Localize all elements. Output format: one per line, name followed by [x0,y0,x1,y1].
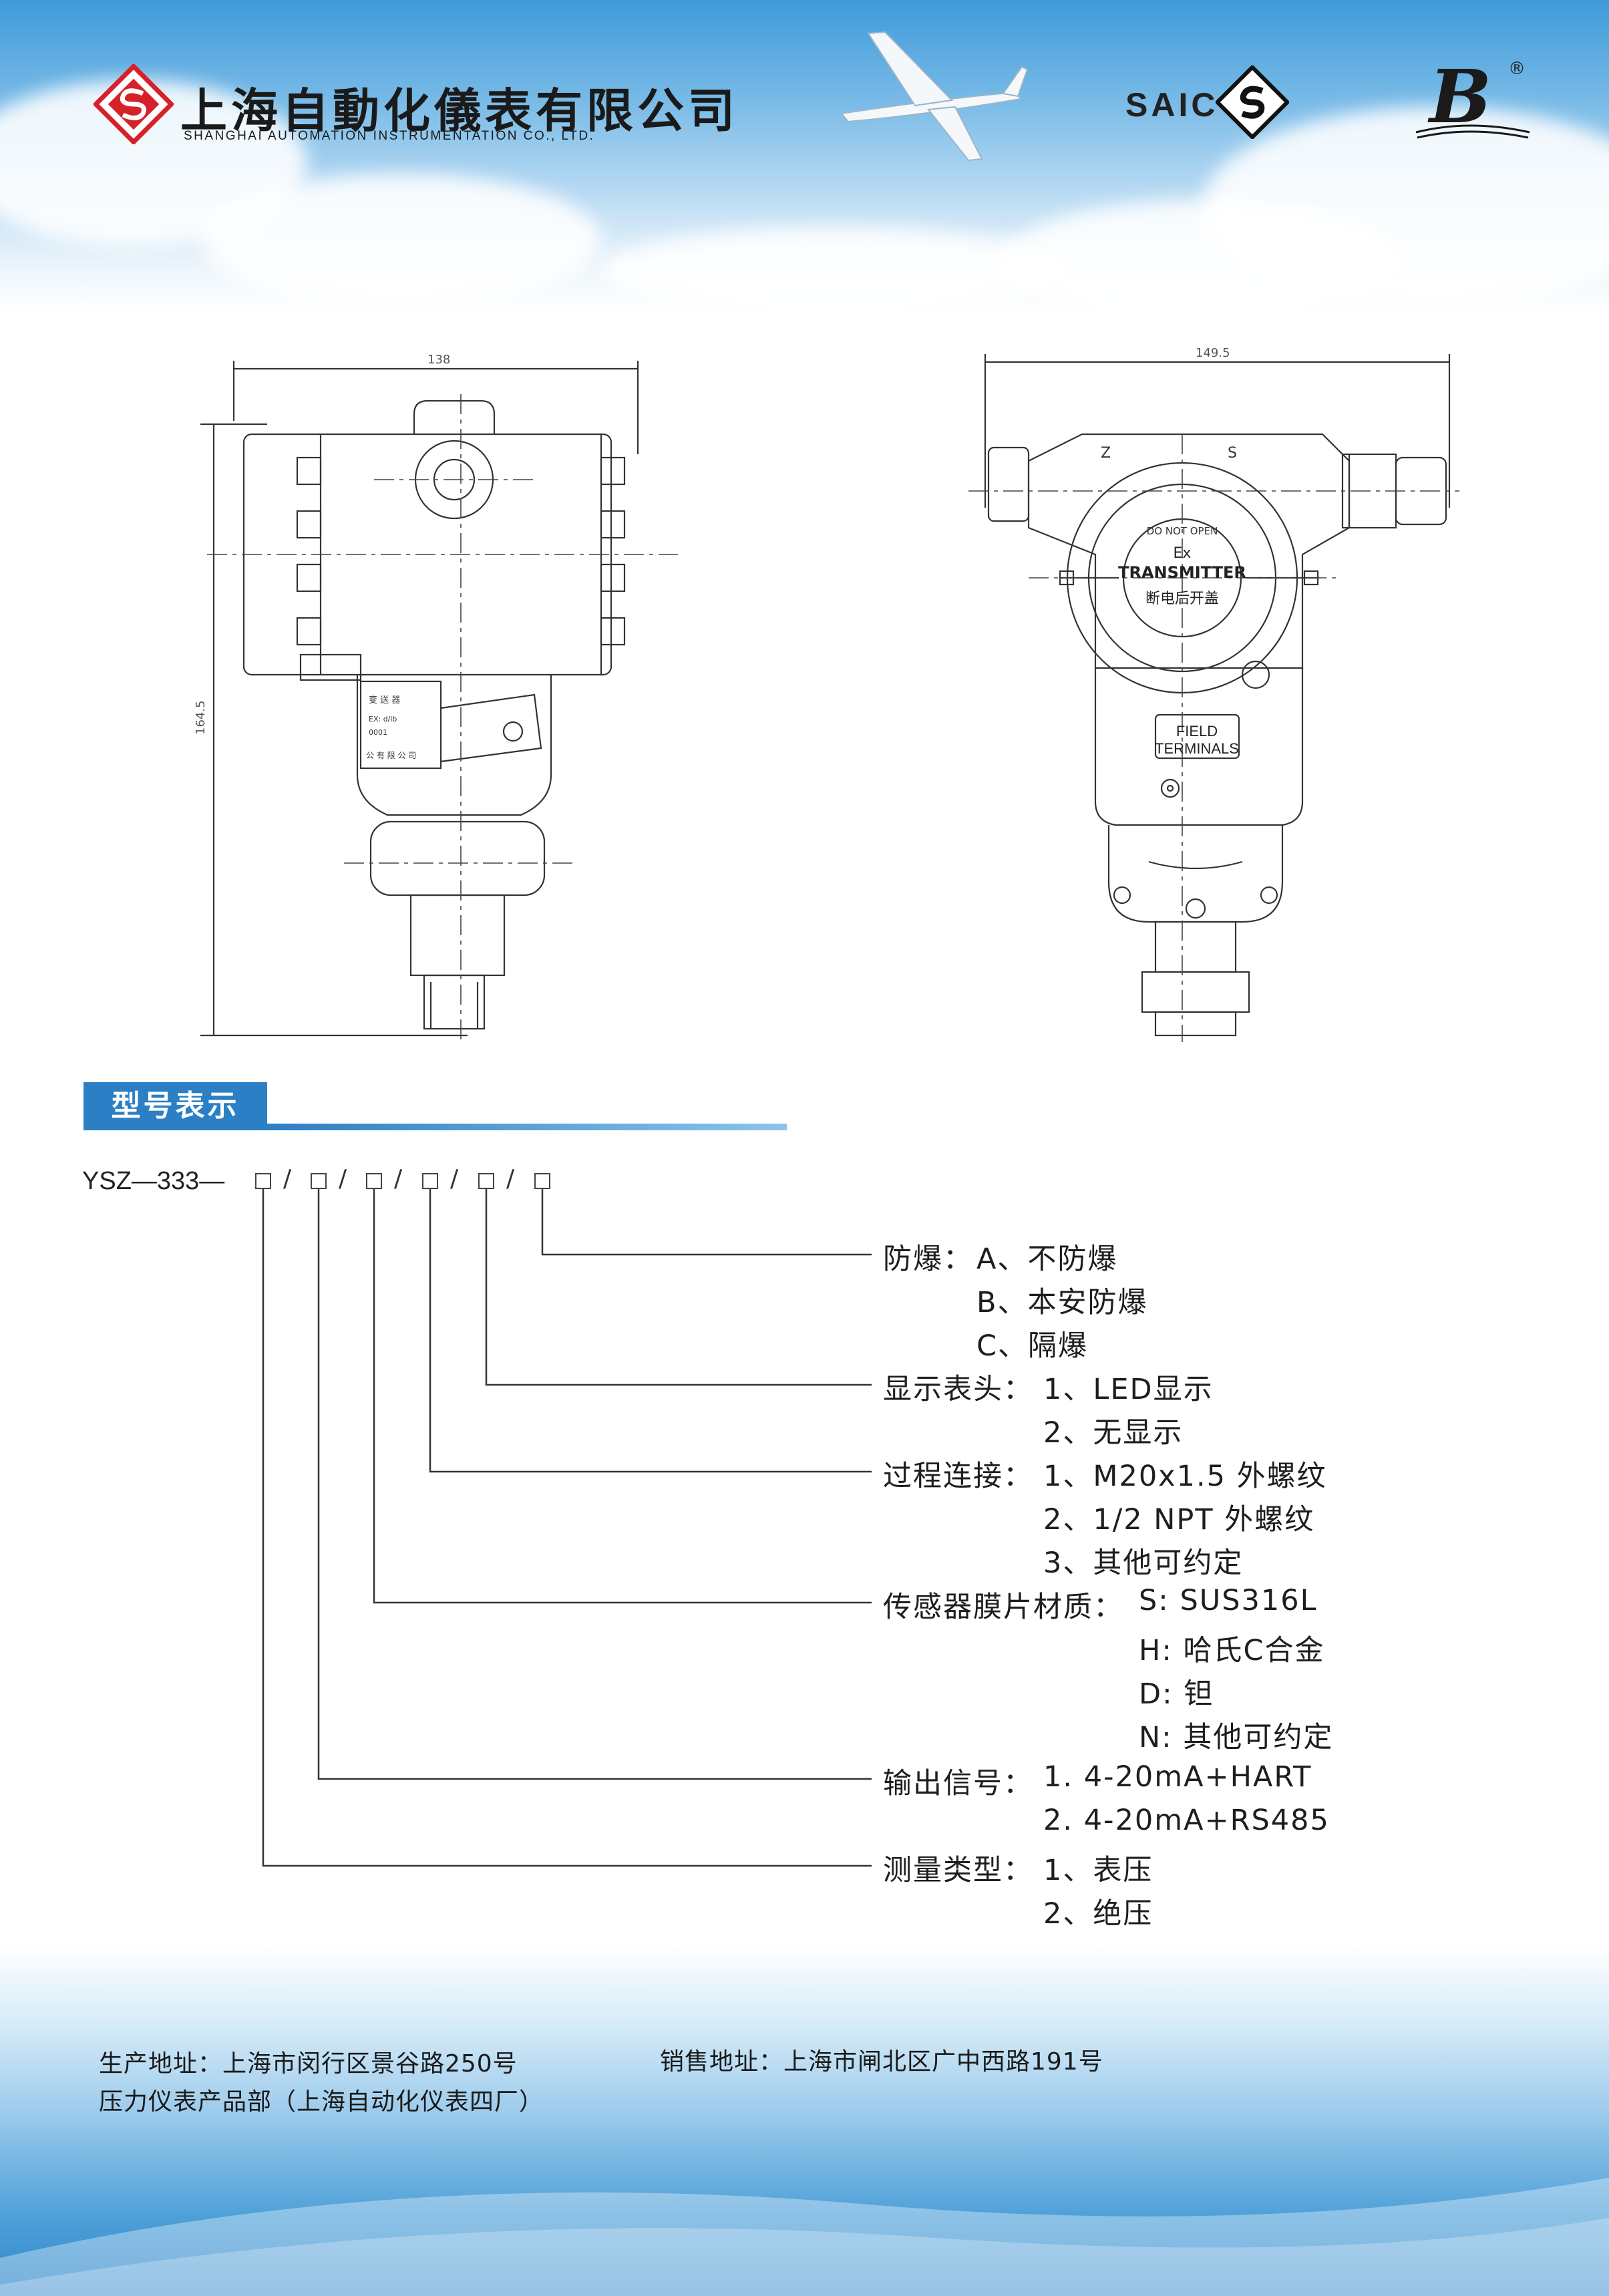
model-slot-box [311,1173,327,1189]
option-text: 2、1/2 NPT 外螺纹 [1043,1503,1315,1536]
plate-line: 变 送 器 [369,695,400,705]
cover-text: Ex [1174,545,1192,562]
option-text: C、隔爆 [976,1329,1089,1363]
group-label-diaphragm-material: 传感器膜片材质： [883,1591,1123,1624]
terminal-mark: Z [1101,445,1111,462]
option-text: 2、无显示 [1043,1416,1184,1450]
side-view-drawing: 138 164.5 变 送 器 EX: d/ib 0001 公 有 限 公 司 [194,353,678,1042]
b-brand-logo-icon: B [1415,59,1530,140]
airplane-icon [840,31,1029,162]
cloud-decoration [200,174,601,307]
model-slot-box [255,1173,271,1189]
option-text: 2. 4-20mA+RS485 [1043,1804,1330,1837]
front-width-dim: 149.5 [1196,346,1230,360]
section-title: 型号表示 [83,1082,267,1130]
cloud-decoration [1002,200,1403,321]
field-terminals-label: TERMINALS [1155,740,1239,757]
footer-background [0,1944,1609,2296]
option-text: H: 哈氏C合金 [1139,1634,1325,1667]
group-label-explosion-proof: 防爆： [883,1243,973,1276]
option-text: 1、表压 [1043,1854,1153,1887]
company-name-english: SHANGHAI AUTOMATION INSTRUMENTATION CO.,… [184,129,595,143]
cover-text: TRANSMITTER [1118,563,1246,582]
registered-mark: ® [1508,59,1526,79]
option-text: 2、绝压 [1043,1897,1153,1931]
terminal-mark: S [1228,445,1237,462]
group-label-process-connection: 过程连接： [883,1460,1033,1493]
plate-line: 公 有 限 公 司 [366,751,416,760]
saic-logo-icon [1216,65,1289,139]
group-label-output-signal: 输出信号： [883,1767,1033,1800]
section-divider [267,1124,787,1130]
company-logo-icon [94,64,174,144]
cover-text: DO NOT OPEN [1147,525,1218,537]
option-text: 1、LED显示 [1043,1373,1214,1406]
option-text: 1、M20x1.5 外螺纹 [1043,1460,1327,1493]
company-name-chinese: 上海自動化儀表有限公司 [180,83,739,138]
model-slot-box [366,1173,382,1189]
option-text: 3、其他可约定 [1043,1546,1244,1580]
front-view-drawing: 149.5 Z S DO NOT OPEN Ex TRANSMITTER 断电后… [968,346,1459,1042]
model-prefix: YSZ—333— [82,1167,225,1195]
model-separator: / [506,1165,515,1192]
sales-address: 销售地址：上海市闸北区广中西路191号 [660,2048,1103,2076]
model-separator: / [394,1165,403,1192]
model-separator: / [283,1165,292,1192]
model-slot-box [478,1173,494,1189]
model-separator: / [339,1165,347,1192]
cover-text: 断电后开盖 [1145,591,1219,607]
production-address: 生产地址：上海市闵行区景谷路250号 [99,2050,518,2078]
saic-label: SAIC [1125,86,1219,124]
footer-light-swoosh [0,2178,1609,2296]
option-text: 1. 4-20mA+HART [1043,1760,1312,1794]
side-height-dim: 164.5 [194,700,208,735]
model-slot-box [534,1173,550,1189]
group-label-measurement-type: 测量类型： [883,1854,1033,1887]
field-terminals-label: FIELD [1176,723,1218,740]
option-text: B、本安防爆 [976,1286,1148,1319]
option-text: N: 其他可约定 [1139,1721,1334,1754]
svg-text:B: B [1427,59,1491,140]
option-text: S: SUS316L [1139,1584,1318,1617]
product-department: 压力仪表产品部（上海自动化仪表四厂） [99,2088,544,2116]
plate-line: EX: d/ib [369,715,397,723]
cloud-decoration [601,227,1069,314]
option-text: A、不防爆 [976,1243,1118,1276]
group-label-display: 显示表头： [883,1373,1033,1406]
model-slot-box [422,1173,438,1189]
model-separator: / [450,1165,459,1192]
option-text: D: 钽 [1139,1677,1214,1711]
side-width-dim: 138 [427,353,450,367]
plate-line: 0001 [369,728,387,737]
